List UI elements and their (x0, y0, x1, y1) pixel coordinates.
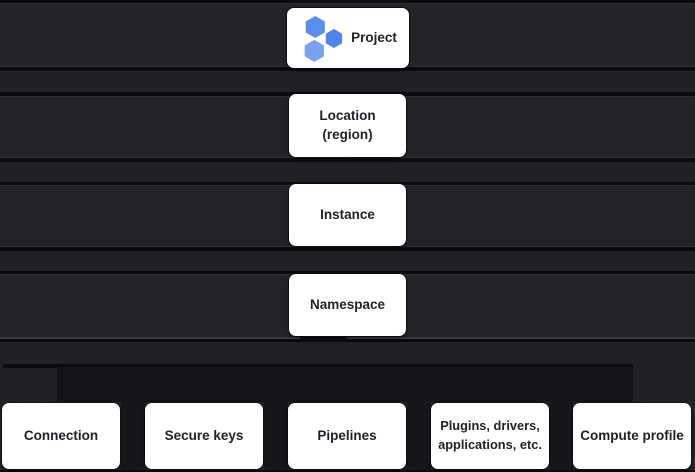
connector-horizontal-line (3, 364, 633, 368)
connector-fan-shadow (57, 367, 633, 402)
node-compute-profile: Compute profile (573, 403, 691, 469)
card-underline-artifact (295, 69, 347, 71)
separator-line (0, 0, 695, 3)
node-label-line: Location (319, 107, 376, 123)
node-project: Project (287, 8, 409, 68)
hexagon-bottom-left (304, 39, 324, 62)
node-label: Project (351, 29, 397, 45)
node-connection: Connection (2, 403, 120, 469)
card-gap-shadow (264, 402, 288, 470)
node-label: Compute profile (580, 427, 684, 443)
separator-line (0, 339, 695, 342)
highlight-line (0, 338, 695, 339)
node-plugins-drivers-applications: Plugins, drivers, applications, etc. (431, 403, 549, 469)
separator-line (0, 470, 695, 472)
node-location-region: Location (region) (289, 94, 406, 157)
background-gap-row (0, 162, 695, 182)
node-instance: Instance (289, 184, 406, 246)
card-gap-shadow (121, 402, 145, 470)
node-label: Connection (23, 427, 99, 443)
node-label: Namespace (309, 296, 386, 312)
node-label-line: (region) (322, 126, 373, 142)
background-gap-row (0, 342, 695, 362)
card-gap-shadow (407, 402, 431, 470)
card-gap-shadow (550, 402, 573, 470)
node-label-line: applications, etc. (438, 437, 542, 452)
card-underline-artifact (300, 337, 347, 339)
background-gap-row (0, 251, 695, 271)
background-gap-row (0, 71, 695, 92)
connector-zone (0, 362, 695, 402)
separator-line (0, 67, 695, 71)
node-namespace: Namespace (289, 274, 406, 336)
card-underline-artifact (300, 247, 347, 249)
project-hexagons-icon (299, 13, 343, 63)
node-label: Secure keys (164, 427, 244, 443)
card-underline-artifact (300, 158, 347, 160)
node-secure-keys: Secure keys (145, 403, 263, 469)
node-label: Instance (320, 206, 375, 222)
node-pipelines: Pipelines (288, 403, 406, 469)
separator-line (0, 271, 695, 274)
separator-line (0, 182, 695, 185)
hexagon-right (325, 28, 343, 49)
node-label: Pipelines (317, 427, 377, 443)
separator-line (0, 158, 695, 162)
separator-line (0, 247, 695, 251)
node-label-line: Plugins, drivers, (440, 418, 540, 434)
hexagon-top-left (305, 16, 325, 38)
